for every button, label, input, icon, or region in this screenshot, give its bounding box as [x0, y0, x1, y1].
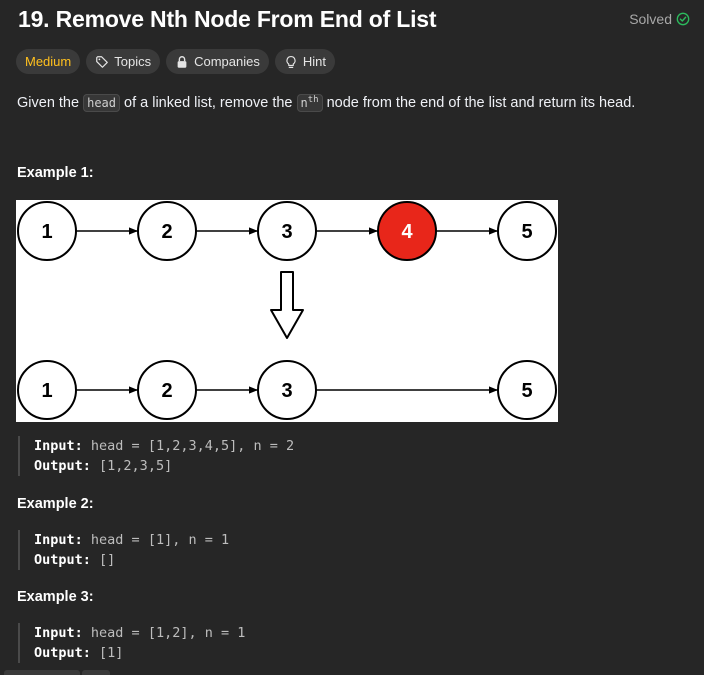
- code-n: n: [300, 96, 308, 110]
- list-node: [257, 360, 317, 420]
- example-1-code: Input: head = [1,2,3,4,5], n = 2 Output:…: [18, 436, 418, 476]
- topics-button[interactable]: Topics: [86, 49, 161, 74]
- list-node: [497, 360, 557, 420]
- code-head: head: [83, 94, 120, 112]
- solved-status: Solved: [629, 11, 690, 27]
- node-label: 2: [161, 221, 172, 243]
- hint-button[interactable]: Hint: [274, 49, 335, 74]
- output-label: Output:: [34, 645, 91, 661]
- input-label: Input:: [34, 625, 83, 641]
- list-node: [257, 201, 317, 261]
- solved-label: Solved: [629, 11, 672, 27]
- node-label: 1: [41, 221, 52, 243]
- list-node: [17, 201, 77, 261]
- output-value: []: [99, 552, 116, 568]
- output-label: Output:: [34, 458, 91, 474]
- description-text: of a linked list, remove the: [120, 95, 297, 111]
- example-1-title: Example 1:: [17, 165, 94, 181]
- code-nth: nth: [296, 94, 323, 112]
- description-text: node from the end of the list and return…: [322, 95, 636, 111]
- linked-list-diagram: 1 2 3 4 5 1 2 3 5: [16, 200, 558, 422]
- tag-icon: [96, 55, 109, 68]
- input-value: head = [1], n = 1: [90, 532, 230, 548]
- input-label: Input:: [34, 438, 83, 454]
- input-value: head = [1,2], n = 1: [90, 625, 246, 641]
- example-3-title: Example 3:: [17, 589, 94, 605]
- output-label: Output:: [34, 552, 91, 568]
- list-node: [137, 201, 197, 261]
- node-label: 3: [281, 380, 292, 402]
- diagram-svg: 1 2 3 4 5 1 2 3 5: [17, 201, 557, 420]
- node-label: 5: [521, 221, 532, 243]
- removed-node: [377, 201, 437, 261]
- node-label: 5: [521, 380, 532, 402]
- bottom-tab[interactable]: [82, 670, 110, 675]
- input-value: head = [1,2,3,4,5], n = 2: [90, 438, 295, 454]
- lock-icon: [177, 55, 187, 68]
- problem-description: Given the head of a linked list, remove …: [17, 90, 697, 113]
- output-value: [1,2,3,5]: [99, 458, 173, 474]
- list-node: [17, 360, 77, 420]
- node-label: 3: [281, 221, 292, 243]
- lightbulb-icon: [286, 55, 296, 68]
- diagram-layer: 1 2 3 4 5 1 2 3 5: [17, 201, 557, 420]
- example-2-title: Example 2:: [17, 496, 94, 512]
- problem-title: 19. Remove Nth Node From End of List: [18, 5, 437, 32]
- list-node: [137, 360, 197, 420]
- difficulty-badge[interactable]: Medium: [16, 49, 81, 74]
- topics-label: Topics: [114, 54, 152, 69]
- tag-bar: Medium Topics Companies Hint: [16, 49, 335, 74]
- bottom-tab[interactable]: [4, 670, 80, 675]
- check-circle-icon: [676, 12, 690, 26]
- companies-button[interactable]: Companies: [166, 49, 269, 74]
- example-3-code: Input: head = [1,2], n = 1 Output: [1]: [18, 623, 418, 663]
- companies-label: Companies: [194, 54, 260, 69]
- node-label: 2: [161, 380, 172, 402]
- input-label: Input:: [34, 532, 83, 548]
- code-th: th: [307, 95, 319, 105]
- output-value: [1]: [99, 645, 124, 661]
- node-label: 4: [401, 221, 413, 243]
- transform-down-arrow: [270, 271, 304, 339]
- list-node: [497, 201, 557, 261]
- title-row: 19. Remove Nth Node From End of List Sol…: [18, 5, 690, 33]
- example-2-code: Input: head = [1], n = 1 Output: []: [18, 530, 418, 570]
- difficulty-label: Medium: [25, 54, 72, 69]
- description-text: Given the: [17, 95, 84, 111]
- node-label: 1: [41, 380, 52, 402]
- bottom-tab-strip: [4, 670, 112, 675]
- hint-label: Hint: [302, 54, 326, 69]
